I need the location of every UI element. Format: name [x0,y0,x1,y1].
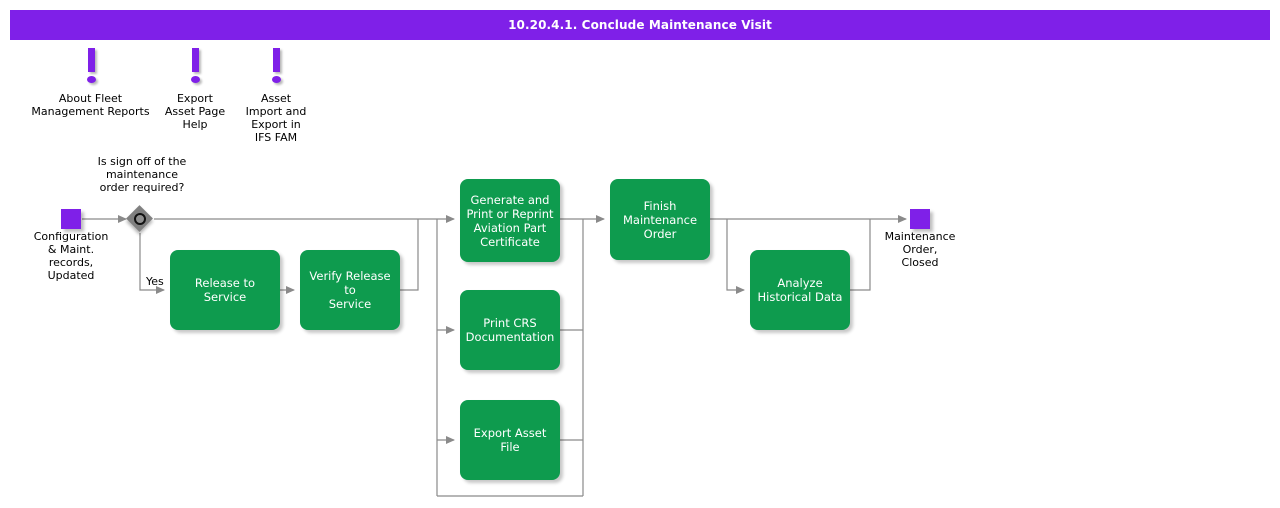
note-label: Export Asset Page Help [164,92,226,131]
page-title: 10.20.4.1. Conclude Maintenance Visit [508,18,772,32]
exclamation-icon [188,48,202,88]
note-label: About Fleet Management Reports [31,92,150,118]
note-export-asset-page-help[interactable]: Export Asset Page Help [155,48,235,131]
exclamation-icon [84,48,98,88]
edge-finish-to-analyze [726,219,745,294]
activity-release-to-service[interactable]: Release to Service [170,250,280,330]
page-title-bar: 10.20.4.1. Conclude Maintenance Visit [10,10,1270,40]
activity-print-crs-documentation[interactable]: Print CRS Documentation [460,290,560,370]
note-about-fleet-management-reports[interactable]: About Fleet Management Reports [18,48,163,118]
start-node-label: Configuration & Maint. records, Updated [33,230,109,282]
edge-verify-to-mainline [400,219,419,291]
activity-export-asset-file[interactable]: Export Asset File [460,400,560,480]
activity-verify-release-to-service[interactable]: Verify Release to Service [300,250,400,330]
activity-finish-maintenance-order[interactable]: Finish Maintenance Order [610,179,710,260]
decision-gateway[interactable] [126,205,153,232]
start-node[interactable] [61,209,81,229]
note-label: Asset Import and Export in IFS FAM [245,92,307,144]
activity-generate-print-reprint-aviation-part-certificate[interactable]: Generate and Print or Reprint Aviation P… [460,179,560,262]
gateway-ring-icon [134,213,146,225]
gateway-question-label: Is sign off of the maintenance order req… [97,155,187,194]
activity-analyze-historical-data[interactable]: Analyze Historical Data [750,250,850,330]
gateway-yes-branch-label: Yes [146,275,164,288]
end-node[interactable] [910,209,930,229]
note-asset-import-and-export-in-ifs-fam[interactable]: Asset Import and Export in IFS FAM [237,48,315,144]
end-node-label: Maintenance Order, Closed [884,230,956,269]
exclamation-icon [269,48,283,88]
